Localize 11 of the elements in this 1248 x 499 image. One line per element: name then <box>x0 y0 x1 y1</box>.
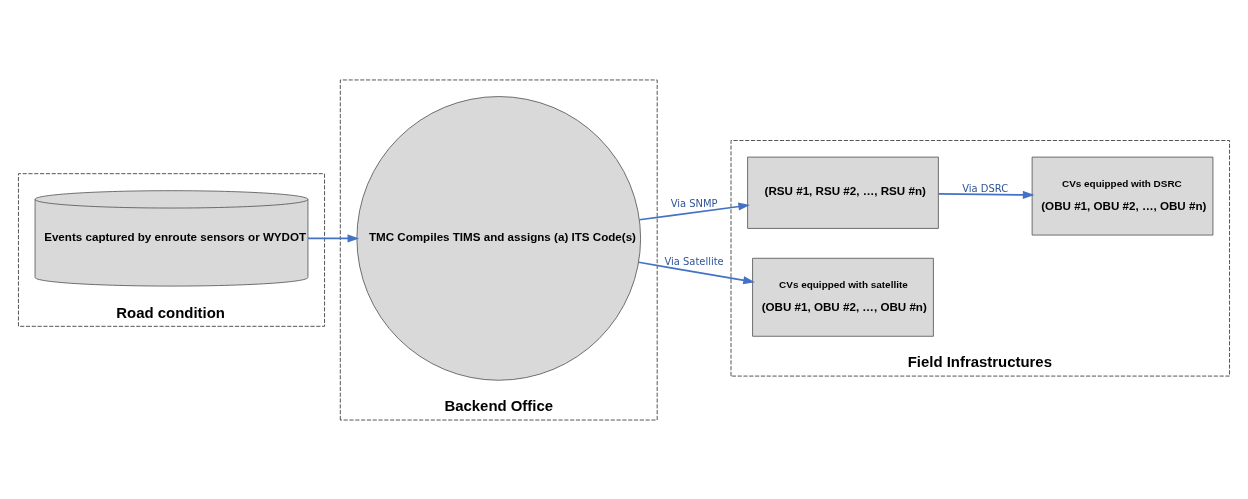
arrow <box>307 233 360 242</box>
edge-label: Via SNMP <box>670 197 718 209</box>
arrow <box>638 202 750 221</box>
edge-label: Via Satellite <box>664 255 724 267</box>
arrow <box>937 190 1035 199</box>
edge-label: Via DSRC <box>962 182 1009 194</box>
node-box: CVs equipped with DSRC (OBU #1, OBU #2, …, OBU #n) <box>1031 156 1214 235</box>
arrow <box>637 260 755 284</box>
node-box: (RSU #1, RSU #2, …, RSU #n) <box>747 156 939 229</box>
node-box: CVs equipped with satellite (OBU #1, OBU #2, …, OBU #n) <box>752 257 934 337</box>
node-circle: TMC Compiles TIMS and assigns (a) ITS Code(s) <box>356 95 641 381</box>
